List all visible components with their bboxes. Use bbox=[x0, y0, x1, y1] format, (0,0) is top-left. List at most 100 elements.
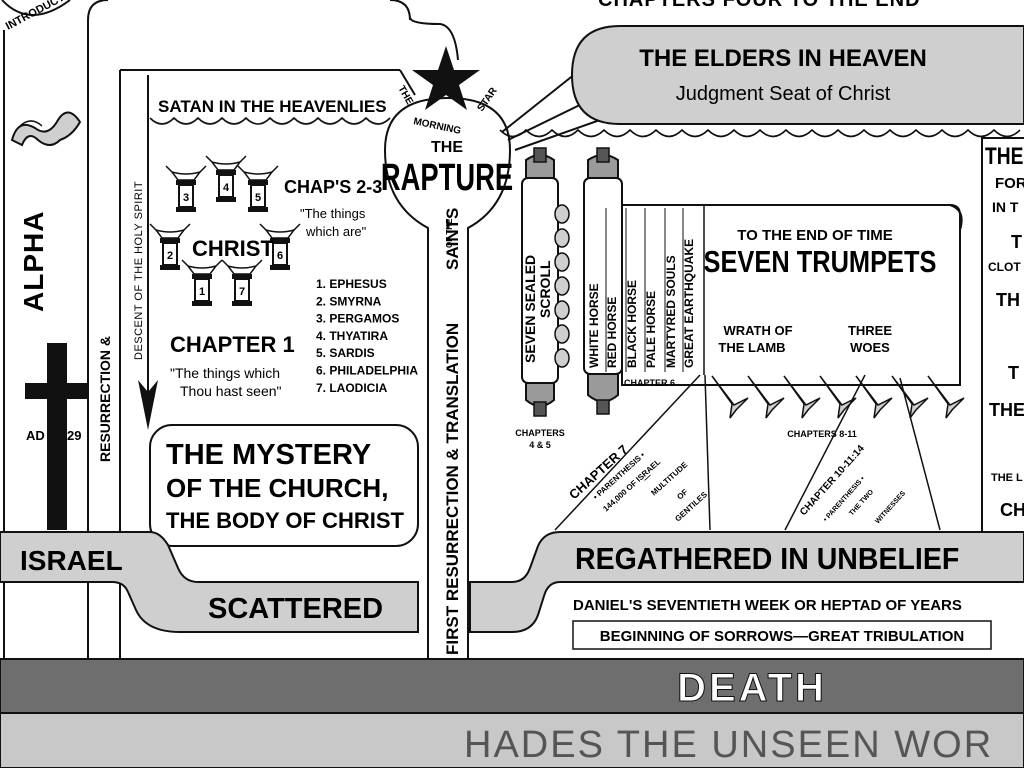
trumpets-woes2: WOES bbox=[850, 340, 890, 355]
candlestick-group: 3 45 2 6 1 7 bbox=[149, 155, 301, 306]
trumpet-icons bbox=[711, 375, 965, 419]
scattered-label: SCATTERED bbox=[208, 593, 383, 625]
candlestick-7: 7 bbox=[221, 259, 263, 306]
mystery-line3: THE BODY OF CHRIST bbox=[166, 508, 405, 533]
mystery-line2: OF THE CHURCH, bbox=[166, 473, 388, 503]
scroll-line1: SEVEN SEALED bbox=[522, 255, 538, 363]
seal-mark bbox=[554, 324, 570, 344]
trumpet-icon bbox=[747, 375, 785, 419]
trumpet-icon bbox=[927, 375, 965, 419]
resurrection-left-label: RESURRECTION & bbox=[97, 336, 113, 462]
scroll-chapters: CHAPTERS bbox=[515, 428, 565, 438]
trumpets-woes1: THREE bbox=[848, 323, 892, 338]
right-panel-in-t: IN T bbox=[992, 199, 1019, 215]
candlestick-6: 6 bbox=[259, 223, 301, 270]
elders-title: THE ELDERS IN HEAVEN bbox=[639, 45, 927, 72]
church-item: 4. THYATIRA bbox=[316, 329, 388, 343]
trumpet-icon bbox=[855, 375, 893, 419]
chapter6-label: CHAPTER 6 bbox=[624, 378, 675, 388]
church-item: 7. LAODICIA bbox=[316, 381, 388, 395]
right-panel-th1: TH bbox=[996, 290, 1020, 310]
right-panel-for: FOR bbox=[995, 175, 1024, 192]
chapter1-quote1: "The things which bbox=[170, 365, 280, 381]
candlestick-number: 3 bbox=[183, 192, 189, 204]
right-panel-clot: CLOT bbox=[988, 260, 1021, 274]
seal-mark bbox=[554, 204, 570, 224]
first-resurrection-saints: SAINTS bbox=[443, 208, 462, 270]
sorrows-box bbox=[572, 620, 992, 650]
seal-label: PALE HORSE bbox=[644, 291, 658, 368]
open-scroll bbox=[583, 147, 963, 415]
hades-band bbox=[0, 712, 1024, 768]
candlestick-2: 2 bbox=[149, 223, 191, 270]
satan-label: SATAN IN THE HEAVENLIES bbox=[158, 97, 387, 116]
chaps-2-3-quote2: which are" bbox=[305, 224, 367, 239]
cross-year: 29 bbox=[67, 428, 81, 443]
rapture-bulb bbox=[383, 96, 512, 660]
trumpet-icon bbox=[819, 375, 857, 419]
candlestick-number: 1 bbox=[199, 286, 205, 298]
chaps-2-3-quote1: "The things bbox=[300, 206, 366, 221]
candlestick-number: 2 bbox=[167, 250, 173, 262]
chapter1-quote2: Thou hast seen" bbox=[180, 383, 282, 399]
sealed-scroll bbox=[521, 147, 559, 417]
intro-label: INTRODUCTION bbox=[4, 0, 84, 33]
first-resurrection-main: FIRST RESURRECTION & TRANSLATION bbox=[443, 323, 462, 655]
trumpets-wrath1: WRATH OF bbox=[723, 323, 792, 338]
right-panel-the2: THE bbox=[989, 400, 1024, 420]
candlestick-number: 7 bbox=[239, 286, 245, 298]
star-icon bbox=[412, 46, 480, 110]
scroll-line2: SCROLL bbox=[537, 260, 553, 318]
top-header: CHAPTERS FOUR TO THE END bbox=[598, 0, 921, 11]
church-item: 6. PHILADELPHIA bbox=[316, 364, 418, 378]
right-panel-the-l: THE L bbox=[991, 472, 1023, 484]
right-panel-the: THE bbox=[985, 142, 1023, 170]
hades-label: HADES THE UNSEEN WOR bbox=[464, 724, 993, 766]
seal-marks bbox=[554, 204, 570, 368]
seal-mark bbox=[554, 348, 570, 368]
first-resurrection-of-the: OF THE bbox=[445, 218, 454, 248]
right-panel-t1: T bbox=[1011, 232, 1022, 252]
mystery-box bbox=[149, 424, 419, 547]
candlestick-number: 6 bbox=[277, 250, 283, 262]
mystery-line1: THE MYSTERY bbox=[166, 439, 371, 471]
seal-label: BLACK HORSE bbox=[625, 280, 639, 368]
sorrows-label: BEGINNING OF SORROWS—GREAT TRIBULATION bbox=[600, 628, 964, 645]
trumpet-icon bbox=[891, 375, 929, 419]
seal-label: GREAT EARTHQUAKE bbox=[682, 239, 696, 368]
chapter7-dash: — bbox=[641, 471, 653, 483]
seal-label: RED HORSE bbox=[605, 297, 619, 368]
candlestick-4: 4 bbox=[205, 155, 247, 202]
trumpets-wrath2: THE LAMB bbox=[718, 340, 785, 355]
seal-mark bbox=[554, 228, 570, 248]
arrow-down-icon bbox=[138, 380, 158, 430]
death-band bbox=[0, 658, 1024, 714]
candlestick-5: 5 bbox=[237, 165, 279, 212]
church-item: 2. SMYRNA bbox=[316, 294, 382, 308]
candlestick-3: 3 bbox=[165, 165, 207, 212]
church-item: 1. EPHESUS bbox=[316, 277, 387, 291]
israel-band bbox=[0, 531, 419, 633]
regathered-band bbox=[469, 531, 1024, 633]
trumpets-title: SEVEN TRUMPETS bbox=[704, 245, 937, 280]
right-panel-ch: CH bbox=[1000, 500, 1024, 520]
candlestick-1: 1 bbox=[181, 259, 223, 306]
church-item: 3. PERGAMOS bbox=[316, 312, 399, 326]
church-list: 1. EPHESUS 2. SMYRNA 3. PERGAMOS 4. THYATIR… bbox=[316, 277, 418, 395]
right-panel-t2: T bbox=[1008, 363, 1019, 383]
rapture-the: THE bbox=[431, 139, 463, 156]
regathered-label: REGATHERED IN UNBELIEF bbox=[575, 542, 959, 576]
chaps-2-3-title: CHAP'S 2-3 bbox=[284, 177, 382, 197]
chapter10-line3: WITNESSES bbox=[874, 490, 907, 526]
chapter1-title: CHAPTER 1 bbox=[170, 332, 295, 357]
cross-icon bbox=[25, 343, 89, 530]
death-label: DEATH bbox=[677, 666, 827, 710]
seal-mark bbox=[554, 276, 570, 296]
church-item: 5. SARDIS bbox=[316, 346, 375, 360]
seal-mark bbox=[554, 252, 570, 272]
right-panel bbox=[981, 137, 1024, 534]
christ-label: CHRIST bbox=[192, 236, 274, 261]
elders-subtitle: Judgment Seat of Christ bbox=[676, 83, 891, 105]
